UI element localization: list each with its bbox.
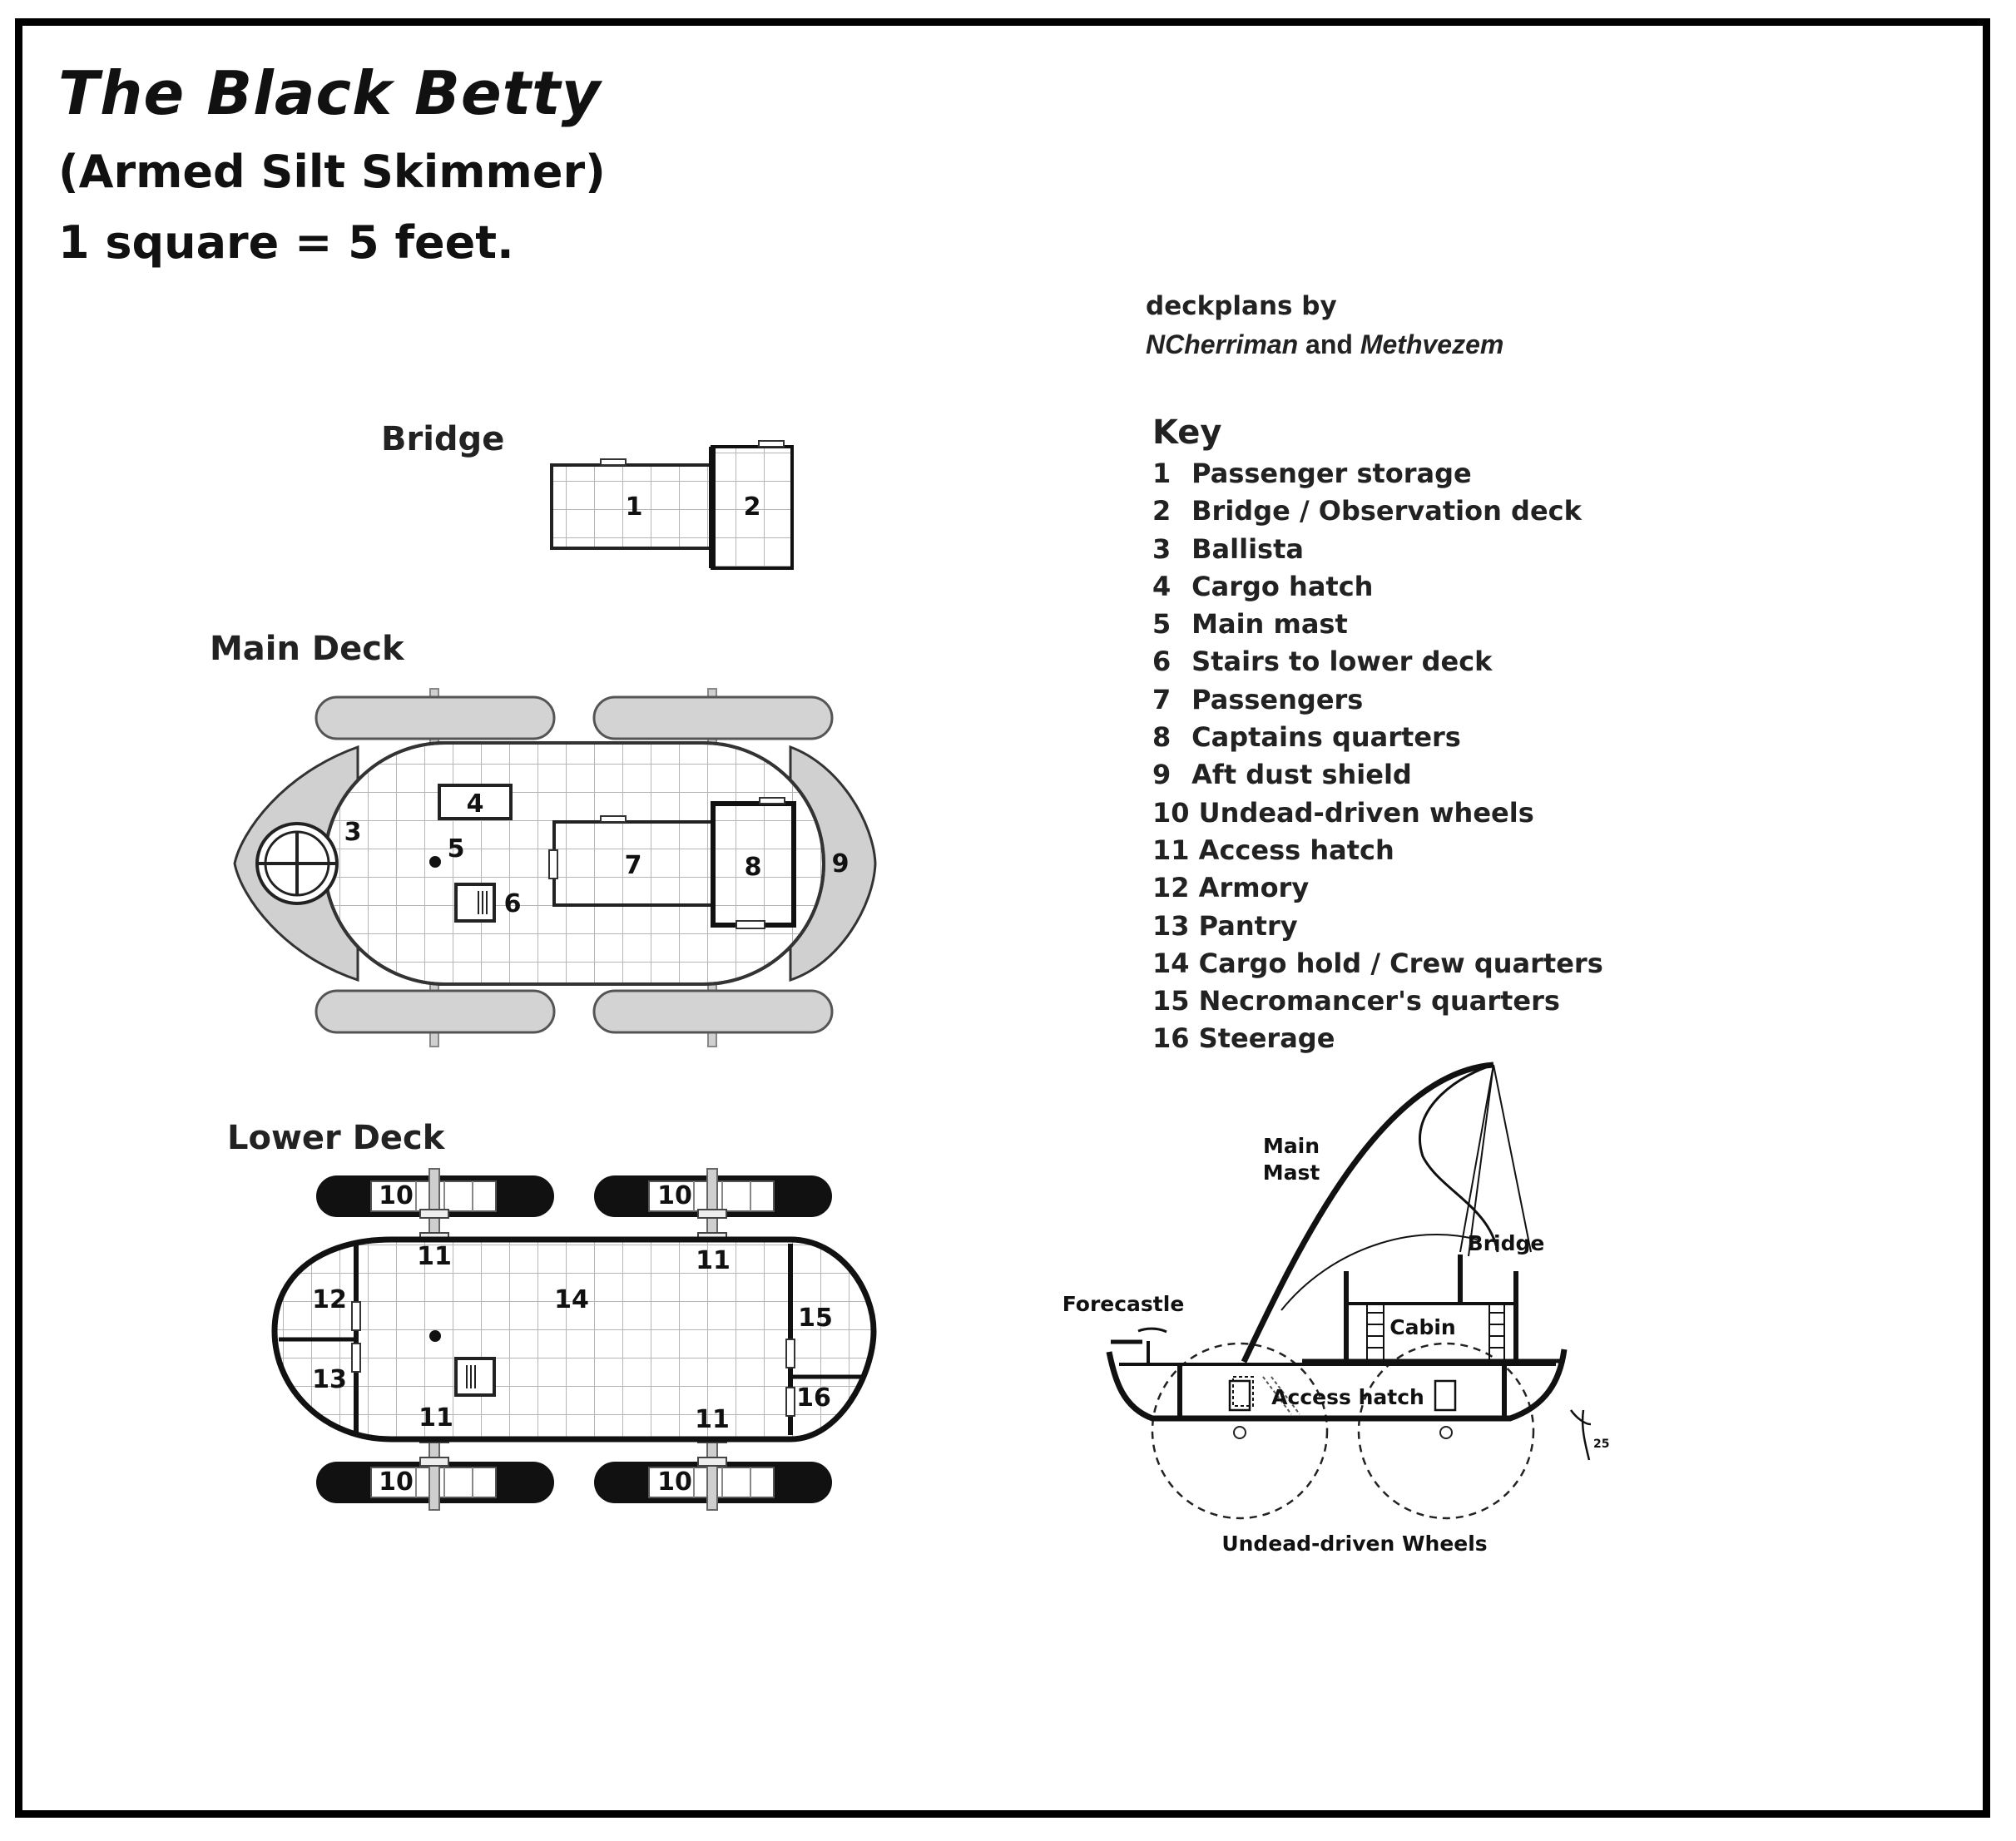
main-deck-label: Main Deck <box>210 630 404 668</box>
credits-authors: NCherriman and Methvezem <box>1146 329 1503 360</box>
key-title: Key <box>1152 413 1222 452</box>
key-item: 2 Bridge / Observation deck <box>1152 495 1582 527</box>
map-number: 13 <box>312 1365 347 1394</box>
profile-label: Main <box>1263 1134 1320 1158</box>
scale-note: 1 square = 5 feet. <box>58 216 514 269</box>
profile-label: Access hatch <box>1271 1385 1424 1409</box>
signature-mark: 25 <box>1593 1438 1609 1451</box>
key-item: 7 Passengers <box>1152 683 1364 715</box>
profile-sail <box>1419 1063 1499 1253</box>
key-item: 1 Passenger storage <box>1152 458 1472 489</box>
map-number: 15 <box>798 1304 833 1333</box>
wheel-pontoon <box>315 989 556 1034</box>
wheel-pontoon <box>592 989 834 1034</box>
key-item: 5 Main mast <box>1152 608 1348 641</box>
page-border <box>15 18 1990 1818</box>
map-number: 3 <box>344 818 362 847</box>
map-number: 8 <box>745 853 762 882</box>
profile-hull <box>1106 1349 1568 1422</box>
bridge-observation-room <box>711 445 794 570</box>
profile-label: Cabin <box>1389 1315 1455 1339</box>
artist-signature <box>1569 1409 1592 1461</box>
credit-conjunction: and <box>1305 329 1353 359</box>
main-deck-plan: 3 4 5 6 7 8 9 <box>233 688 877 1047</box>
map-number: 4 <box>467 789 484 819</box>
bridge-deck-plan: 1 2 <box>550 440 794 570</box>
aft-dust-shield <box>789 745 877 982</box>
stairs-to-lower-deck <box>454 883 496 923</box>
map-number: 10 <box>379 1181 414 1210</box>
profile-label: Mast <box>1263 1161 1320 1185</box>
map-number: 11 <box>419 1403 453 1433</box>
profile-main-mast <box>1241 1062 1494 1363</box>
key-list: 1 Passenger storage 2 Bridge / Observati… <box>1152 455 1603 1058</box>
credits-heading: deckplans by <box>1146 291 1337 321</box>
lower-deck-plan: 10 10 10 10 11 11 11 11 12 13 14 15 16 <box>271 1168 877 1511</box>
map-number: 11 <box>695 1405 730 1434</box>
lower-deck-label: Lower Deck <box>227 1119 445 1157</box>
bridge-deck-label: Bridge <box>381 420 505 458</box>
map-number: 6 <box>504 889 522 918</box>
wheel-outline <box>1151 1342 1329 1520</box>
key-item: 14 Cargo hold / Crew quarters <box>1152 947 1603 979</box>
key-item: 16 Steerage <box>1152 1022 1335 1055</box>
room-label: 2 <box>744 492 761 522</box>
map-number: 5 <box>448 834 465 864</box>
side-profile: 25 Main Mast Bridge Forecastle Cabin Acc… <box>1062 1062 1609 1556</box>
profile-label: Forecastle <box>1062 1292 1185 1316</box>
key-item: 6 Stairs to lower deck <box>1152 646 1493 678</box>
key-item: 8 Captains quarters <box>1152 721 1461 754</box>
key-item: 11 Access hatch <box>1152 834 1394 866</box>
map-number: 10 <box>657 1467 692 1497</box>
page-subtitle: (Armed Silt Skimmer) <box>58 146 606 198</box>
map-number: 11 <box>417 1242 452 1271</box>
map-number: 12 <box>312 1285 347 1314</box>
passenger-storage-room <box>550 463 716 550</box>
wheel-pontoon <box>592 695 834 740</box>
key-item: 13 Pantry <box>1152 909 1298 942</box>
key-item: 3 Ballista <box>1152 532 1304 565</box>
profile-label: Bridge <box>1468 1231 1545 1255</box>
profile-label: Undead-driven Wheels <box>1221 1532 1487 1556</box>
bridge-door <box>600 458 627 466</box>
map-number: 10 <box>379 1467 414 1497</box>
map-number: 9 <box>832 849 849 878</box>
credit-author-2: Methvezem <box>1360 329 1504 359</box>
map-number: 10 <box>657 1181 692 1210</box>
room-label: 1 <box>626 492 643 522</box>
page-title: The Black Betty <box>58 58 602 128</box>
wheel-pontoon <box>315 695 556 740</box>
credit-author-1: NCherriman <box>1146 329 1299 359</box>
bridge-door <box>758 440 785 448</box>
key-item: 9 Aft dust shield <box>1152 759 1412 791</box>
map-number: 14 <box>554 1285 589 1314</box>
key-item: 10 Undead-driven wheels <box>1152 796 1534 829</box>
map-number: 16 <box>796 1383 831 1413</box>
key-item: 15 Necromancer's quarters <box>1152 985 1560 1017</box>
map-number: 7 <box>625 851 642 880</box>
key-item: 4 Cargo hatch <box>1152 570 1374 602</box>
wheel-outline <box>1357 1342 1535 1520</box>
main-mast-point <box>429 856 441 868</box>
map-number: 11 <box>696 1246 731 1275</box>
cargo-hatch <box>438 784 513 820</box>
key-item: 12 Armory <box>1152 872 1310 904</box>
